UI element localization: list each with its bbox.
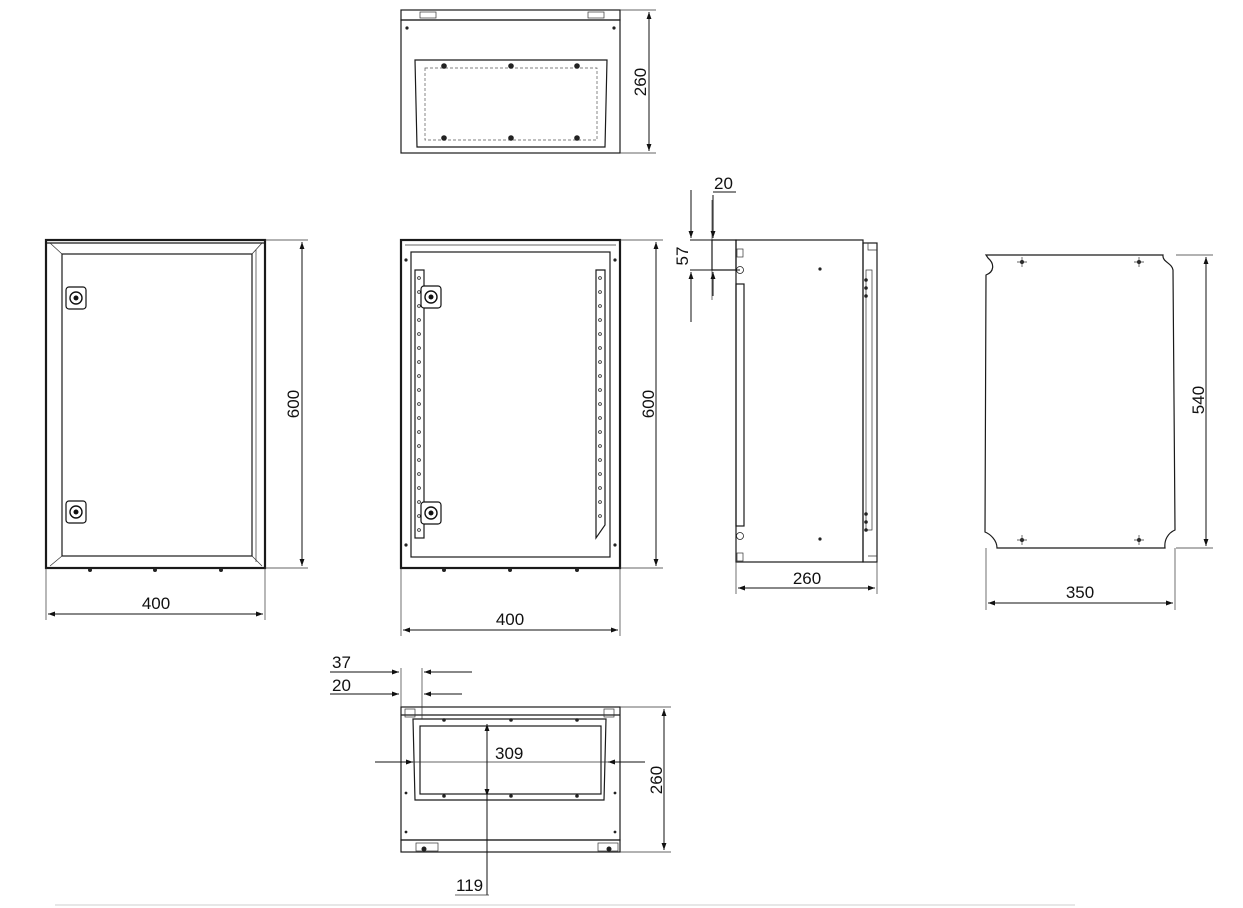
- dim-bottom-depth: 260: [620, 706, 671, 853]
- lock-icon: [65, 286, 87, 310]
- dim-side-hinge-height-label: 57: [673, 247, 692, 266]
- dim-bottom-inner-width: 309: [375, 744, 645, 765]
- dim-bottom-119-label: 119: [456, 876, 483, 895]
- dim-plate-height-label: 540: [1189, 386, 1208, 414]
- lock-icon: [420, 285, 442, 309]
- dim-bottom-37-label: 37: [332, 653, 351, 672]
- dim-side-depth: 260: [735, 562, 878, 594]
- dim-side-hinge-offset-label: 20: [714, 174, 733, 193]
- dim-open-width: 400: [400, 568, 621, 636]
- bottom-view: 37 20 309 119 260: [330, 653, 671, 896]
- dim-bottom-depth-label: 260: [647, 766, 666, 794]
- dim-front-height-label: 600: [284, 390, 303, 418]
- dim-top-depth: 260: [620, 9, 656, 154]
- front-view: 600 400: [44, 238, 308, 620]
- mount-hole: [1134, 257, 1144, 267]
- mounting-plate: 540 350: [984, 254, 1213, 610]
- dim-plate-width: 350: [985, 548, 1176, 610]
- dim-open-width-label: 400: [496, 610, 524, 629]
- dim-bottom-309-label: 309: [495, 744, 523, 763]
- dim-plate-width-label: 350: [1066, 583, 1094, 602]
- dim-top-depth-label: 260: [631, 68, 650, 96]
- mount-hole: [1017, 535, 1027, 545]
- open-view: 600 400: [399, 238, 663, 636]
- lock-icon: [420, 501, 442, 525]
- dim-plate-height: 540: [1176, 254, 1213, 549]
- side-view: 20 57 260: [673, 174, 878, 594]
- dim-open-height: 600: [620, 239, 663, 569]
- dim-front-height: 600: [265, 239, 308, 569]
- lock-icon: [65, 500, 87, 524]
- dim-front-width-label: 400: [142, 594, 170, 613]
- top-view: 260: [400, 9, 656, 154]
- rail-holes: [417, 276, 602, 532]
- dim-bottom-20-label: 20: [332, 676, 351, 695]
- mount-hole: [1134, 535, 1144, 545]
- dim-front-width: 400: [45, 568, 266, 620]
- mount-hole: [1017, 257, 1027, 267]
- dim-side-depth-label: 260: [793, 569, 821, 588]
- dim-side-hinge: 20 57: [673, 174, 740, 322]
- dim-open-height-label: 600: [639, 390, 658, 418]
- dim-bottom-119: 119: [455, 724, 490, 896]
- dim-bottom-offsets: 37 20: [330, 653, 472, 719]
